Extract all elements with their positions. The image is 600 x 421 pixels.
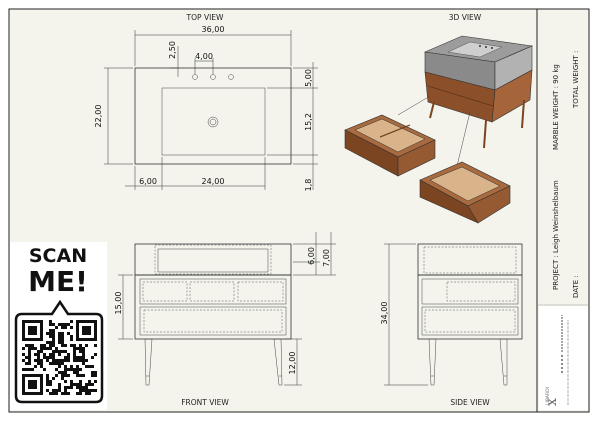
front-drawer-top (139, 278, 287, 305)
top-view: 36,00 4,00 2,50 22,00 5,00 15,2 1,8 6,00… (94, 25, 318, 191)
marble-weight: MARBLE WEIGHT : 90 kg (552, 64, 560, 150)
dim-top-back: 5,00 (304, 69, 313, 87)
dim-front-b: 7,00 (322, 249, 331, 267)
faucet-hole-left (192, 74, 198, 80)
drain-circle (207, 116, 219, 128)
scan-text-line2: ME! (28, 265, 88, 298)
side-leg-left (428, 338, 437, 386)
front-cabinet (134, 274, 292, 340)
side-leg-right (499, 338, 508, 386)
svg-text:LIBARDI: LIBARDI (545, 387, 551, 405)
front-leg-left (144, 338, 153, 386)
dim-top-basin-w: 24,00 (202, 177, 225, 186)
project-name: PROJECT : Leigh Weinshelbaum (552, 180, 560, 290)
logo-panel (539, 306, 588, 410)
front-view-label: FRONT VIEW (181, 398, 229, 407)
total-weight: TOTAL WEIGHT : (572, 51, 580, 109)
company-logo: x LIBARDI (544, 315, 569, 406)
front-view: 6,00 7,00 15,00 12,00 (114, 232, 336, 386)
svg-text:x: x (544, 398, 560, 406)
dim-top-depth: 22,00 (94, 105, 103, 128)
top-view-label: TOP VIEW (186, 13, 224, 22)
date-field: DATE : (572, 275, 580, 298)
faucet-hole-center (210, 74, 216, 80)
dim-faucet-offset: 2,50 (168, 41, 177, 59)
dim-front-leg: 12,00 (288, 352, 297, 375)
side-view: 34,00 (380, 243, 523, 386)
dim-front-a: 6,00 (307, 247, 316, 265)
dim-front-h: 15,00 (114, 292, 123, 315)
dim-side-h: 34,00 (380, 302, 389, 325)
qr-code[interactable] (22, 320, 97, 395)
faucet-hole-right (228, 74, 234, 80)
side-view-label: SIDE VIEW (450, 398, 490, 407)
dim-faucet-spacing: 4,00 (195, 52, 213, 61)
iso-view (344, 35, 534, 224)
top-basin (161, 87, 266, 156)
dim-top-left: 6,00 (139, 177, 157, 186)
scan-text-line1: SCAN (29, 245, 87, 267)
front-drawer-bottom (139, 306, 287, 336)
iso-view-label: 3D VIEW (449, 13, 482, 22)
side-cabinet (417, 274, 523, 340)
dim-top-front: 1,8 (304, 179, 313, 192)
qr-panel[interactable]: SCAN ME! (10, 242, 107, 410)
dim-top-basin: 15,2 (304, 113, 313, 131)
title-block: MARBLE WEIGHT : 90 kg TOTAL WEIGHT : PRO… (537, 51, 589, 410)
front-leg-right (273, 338, 283, 386)
dim-top-width: 36,00 (202, 25, 225, 34)
